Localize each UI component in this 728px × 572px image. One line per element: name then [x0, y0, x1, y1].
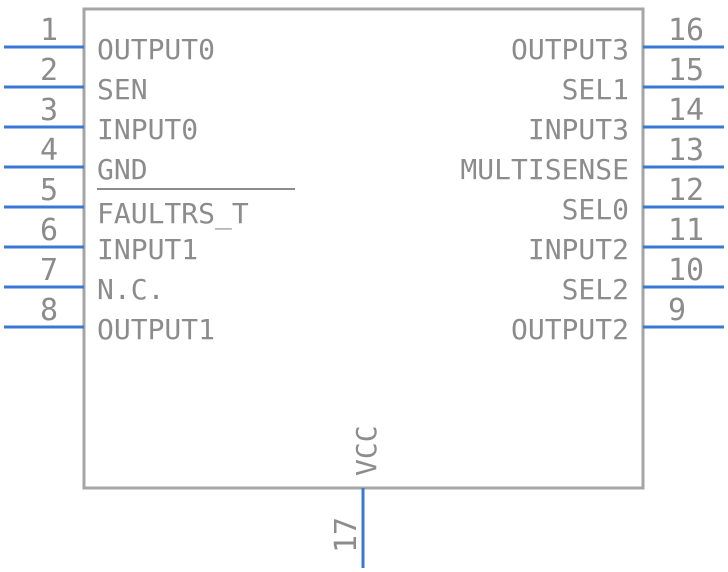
pin-number-4: 4: [40, 133, 58, 168]
pin-label-3: INPUT0: [97, 113, 198, 146]
pin-number-5: 5: [40, 173, 58, 208]
pin-label-13: MULTISENSE: [460, 153, 629, 186]
pin-number-7: 7: [40, 253, 58, 288]
pin-label-9: OUTPUT2: [511, 313, 629, 346]
pin-number-15: 15: [668, 53, 704, 88]
pin-label-16: OUTPUT3: [511, 33, 629, 66]
pin-number-11: 11: [668, 213, 704, 248]
pin-label-12: SEL0: [562, 193, 629, 226]
pin-label-6: INPUT1: [97, 233, 198, 266]
pin-label-7: N.C.: [97, 273, 164, 306]
pin-label-4: GND: [97, 153, 148, 186]
pin-label-1: OUTPUT0: [97, 33, 215, 66]
pin-number-6: 6: [40, 213, 58, 248]
pin-label-14: INPUT3: [528, 113, 629, 146]
pin-label-2: SEN: [97, 73, 148, 106]
pin-number-9: 9: [668, 293, 686, 328]
pin-number-16: 16: [668, 13, 704, 48]
pin-number-1: 1: [40, 13, 58, 48]
pin-label-15: SEL1: [562, 73, 629, 106]
pin-label-11: INPUT2: [528, 233, 629, 266]
pin-label-5: FAULTRS_T: [97, 197, 249, 231]
pin-number-8: 8: [40, 293, 58, 328]
pin-number-2: 2: [40, 53, 58, 88]
pin-label-8: OUTPUT1: [97, 313, 215, 346]
pin-label-17: VCC: [350, 425, 383, 476]
pin-number-12: 12: [668, 173, 704, 208]
pin-number-14: 14: [668, 93, 704, 128]
pin-number-17: 17: [329, 517, 364, 553]
pin-number-10: 10: [668, 253, 704, 288]
pin-label-10: SEL2: [562, 273, 629, 306]
bottom-pin: 17 VCC: [329, 425, 383, 568]
pin-number-13: 13: [668, 133, 704, 168]
left-pins: 1 2 3 4 5 6 7 8 OUTPUT0 SEN INPUT0 GND F…: [4, 13, 295, 346]
right-pins: 16 15 14 13 12 11 10 9 OUTPUT3 SEL1 INPU…: [460, 13, 724, 346]
pin-number-3: 3: [40, 93, 58, 128]
